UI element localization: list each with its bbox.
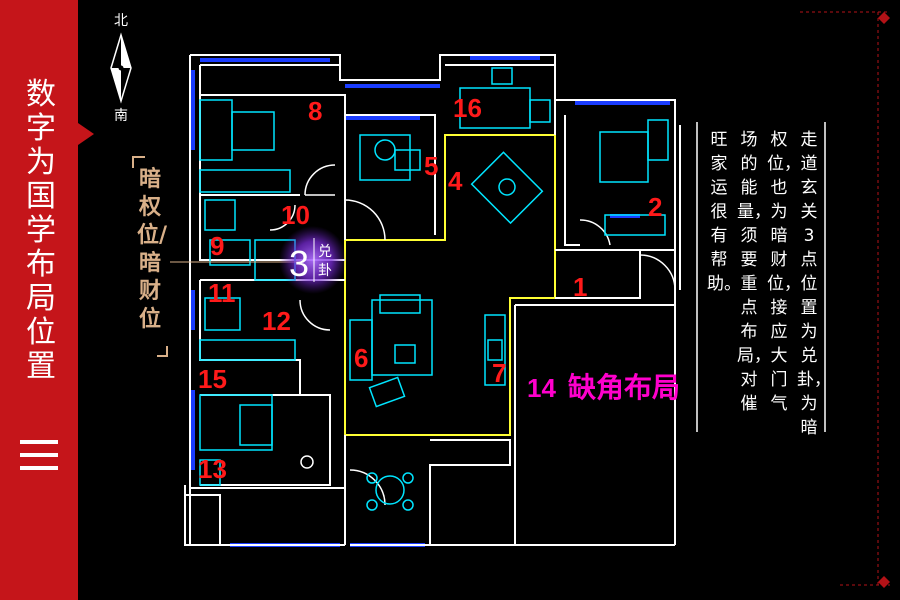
title-bars-icon [20,440,58,470]
door-swings [269,164,676,506]
vertical-title: 数字为国学布局位置 [26,77,56,384]
marker-number: 3 [289,243,309,284]
corner-diamond-top [878,12,890,24]
room-number-8: 8 [308,96,322,126]
marker-trigram-1: 兑 [318,244,332,260]
sidebar-pointer [78,123,94,145]
room-number-10: 10 [281,200,310,230]
compass-icon [110,32,132,104]
room-number-labels: 1 2 4 5 6 7 8 9 10 11 12 13 15 16 [198,93,662,484]
dark-position-label: 暗权位/暗财位 [137,166,168,332]
corner-decoration [800,11,890,588]
description-column-3: 场的能量，须要重点布局，对催 [737,130,771,414]
room-number-13: 13 [198,454,227,484]
room-number-9: 9 [210,231,224,261]
description-column-2: 权位，也为暗财位，接应大门气 [767,130,801,414]
compass-south: 南 [114,108,128,124]
furniture [199,67,669,511]
dark-label-brackets [132,156,168,357]
room-number-16: 16 [453,93,482,123]
room-number-15: 15 [198,364,227,394]
room-number-11: 11 [208,278,236,308]
compass-north: 北 [114,13,128,29]
room-number-2: 2 [648,192,662,222]
room-number-1: 1 [573,272,587,302]
room-number-4: 4 [448,166,463,196]
room-number-5: 5 [424,151,438,181]
description-column-1: 走道玄关3点位置为兑卦，为暗 [797,130,831,438]
description-column-4: 旺家运很有帮助。 [707,130,741,294]
marker-glow [279,226,347,294]
marker-trigram-2: 卦 [318,263,332,279]
room-number-12: 12 [262,306,291,336]
room-number-6: 6 [354,343,368,373]
missing-corner-number: 14 [527,373,556,403]
sidebar-banner [0,0,78,600]
corner-diamond-bottom [878,576,890,588]
room-number-7: 7 [492,358,506,388]
missing-corner-text: 缺角布局 [568,371,680,404]
